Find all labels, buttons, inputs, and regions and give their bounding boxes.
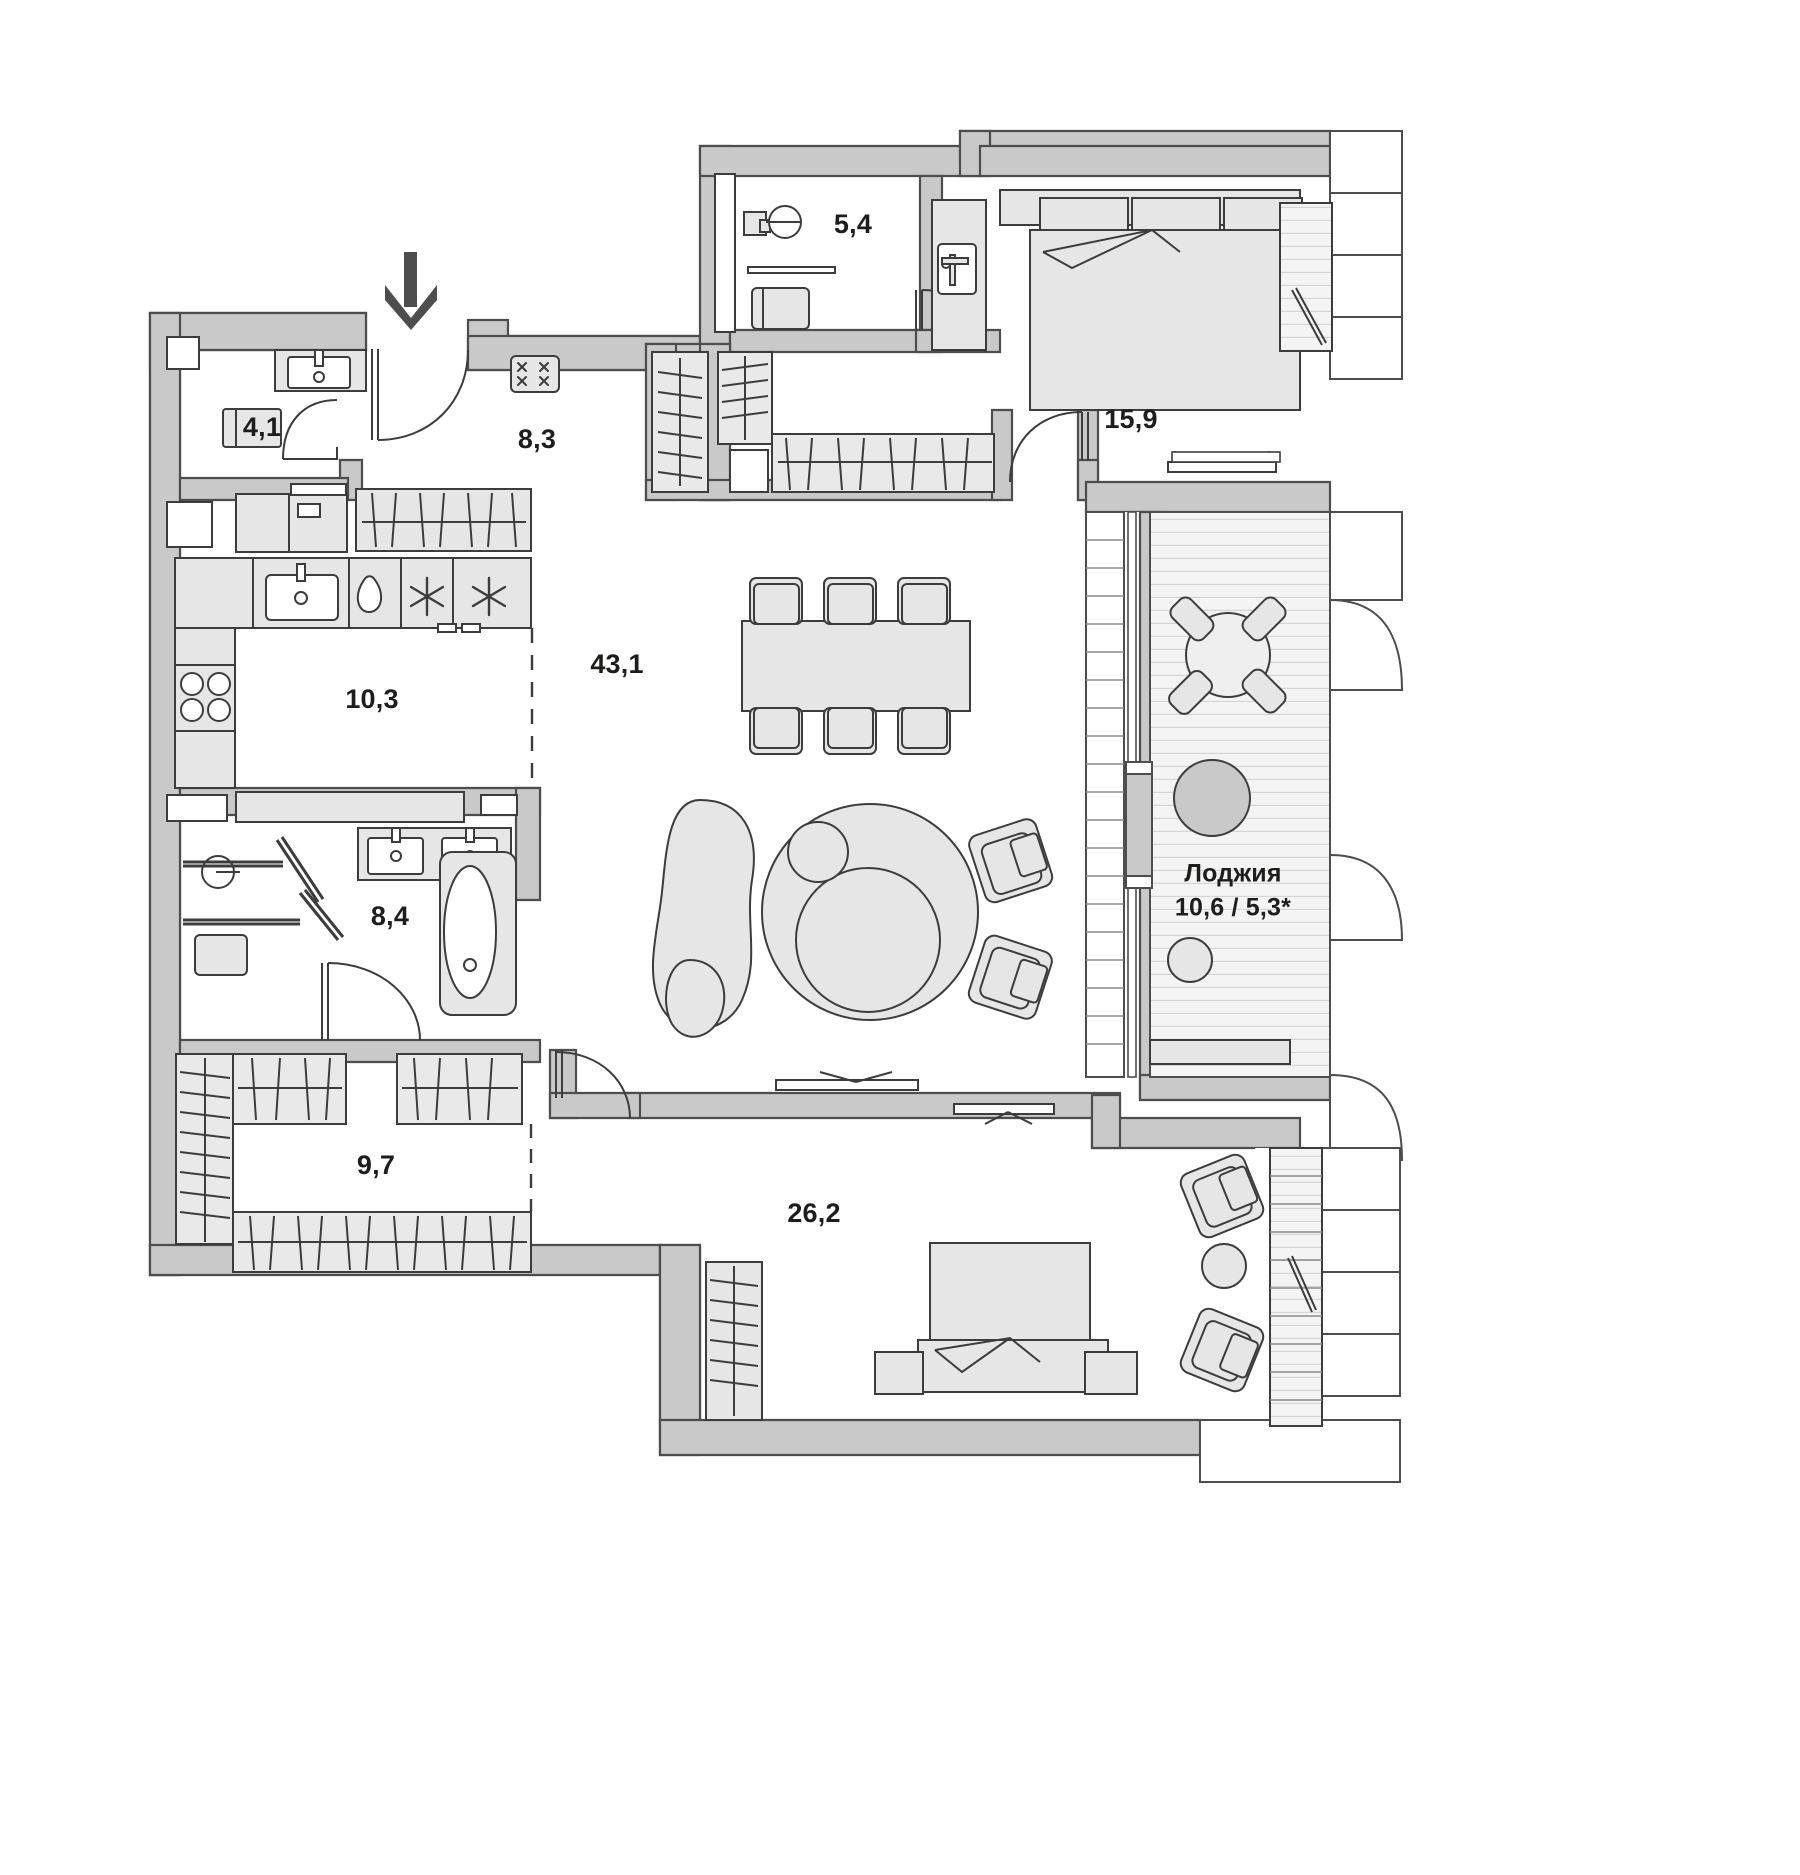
wardrobe-hatched-group xyxy=(651,351,995,493)
bedroom-third-furniture xyxy=(705,1147,1323,1427)
room-label-bedroom-second: 9,7 xyxy=(356,1150,396,1181)
wc-fixtures xyxy=(714,173,986,353)
room-label-hall: 8,3 xyxy=(517,424,557,455)
loggia-area xyxy=(1085,451,1331,1078)
living-room-furniture xyxy=(555,577,1055,1125)
kitchen-fixtures xyxy=(166,488,534,823)
room-label-bedroom-master: 15,9 xyxy=(1104,404,1158,435)
room-label-bedroom-third: 26,2 xyxy=(787,1198,841,1229)
entry-door xyxy=(371,349,469,441)
room-label-living-dining: 43,1 xyxy=(590,649,644,680)
room-label-bathroom-small: 4,1 xyxy=(242,412,282,443)
loggia-area-label: 10,6 / 5,3* xyxy=(1174,893,1292,922)
room-label-wc: 5,4 xyxy=(833,209,873,240)
master-bedroom-furniture xyxy=(999,189,1333,483)
bedroom-second-wardrobes xyxy=(175,1053,533,1273)
loggia-name-label: Лоджия xyxy=(1184,859,1282,888)
boiler-unit xyxy=(931,199,987,351)
entrance-direction-arrow xyxy=(385,252,437,330)
room-label-kitchen: 10,3 xyxy=(345,684,399,715)
room-label-bathroom-master: 8,4 xyxy=(370,901,410,932)
master-bathroom-fixtures xyxy=(183,827,517,1041)
electrical-panel-icon xyxy=(510,355,560,393)
bathroom-small-fixtures xyxy=(166,336,367,553)
